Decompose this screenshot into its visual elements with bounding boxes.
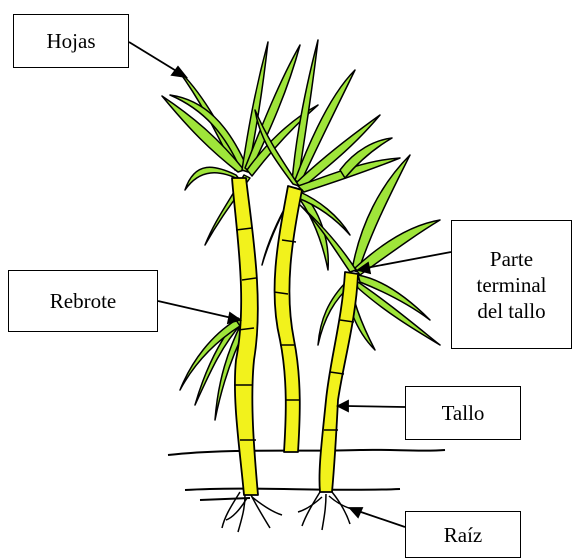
stalk-middle [275, 186, 302, 452]
label-tallo-text: Tallo [442, 400, 485, 426]
label-raiz-text: Raíz [444, 522, 482, 548]
arrow-tallo [346, 406, 405, 407]
label-rebrote: Rebrote [8, 270, 158, 332]
arrow-hojas [129, 42, 178, 72]
label-tallo: Tallo [405, 386, 521, 440]
stalk-right [319, 272, 358, 492]
arrow-raiz [358, 511, 405, 527]
label-parte-terminal-line-1: Parte [490, 246, 533, 272]
label-hojas-text: Hojas [47, 28, 96, 54]
arrow-rebrote [158, 301, 232, 318]
label-raiz: Raíz [405, 511, 521, 558]
label-rebrote-text: Rebrote [50, 288, 116, 314]
label-hojas: Hojas [13, 14, 129, 68]
leaves [162, 40, 440, 420]
stalks [232, 178, 358, 495]
label-parte-terminal-line-2: terminal [477, 272, 547, 298]
ground-line [168, 450, 445, 500]
label-parte-terminal-line-3: del tallo [477, 298, 545, 324]
label-parte-terminal: Parte terminal del tallo [451, 220, 572, 349]
